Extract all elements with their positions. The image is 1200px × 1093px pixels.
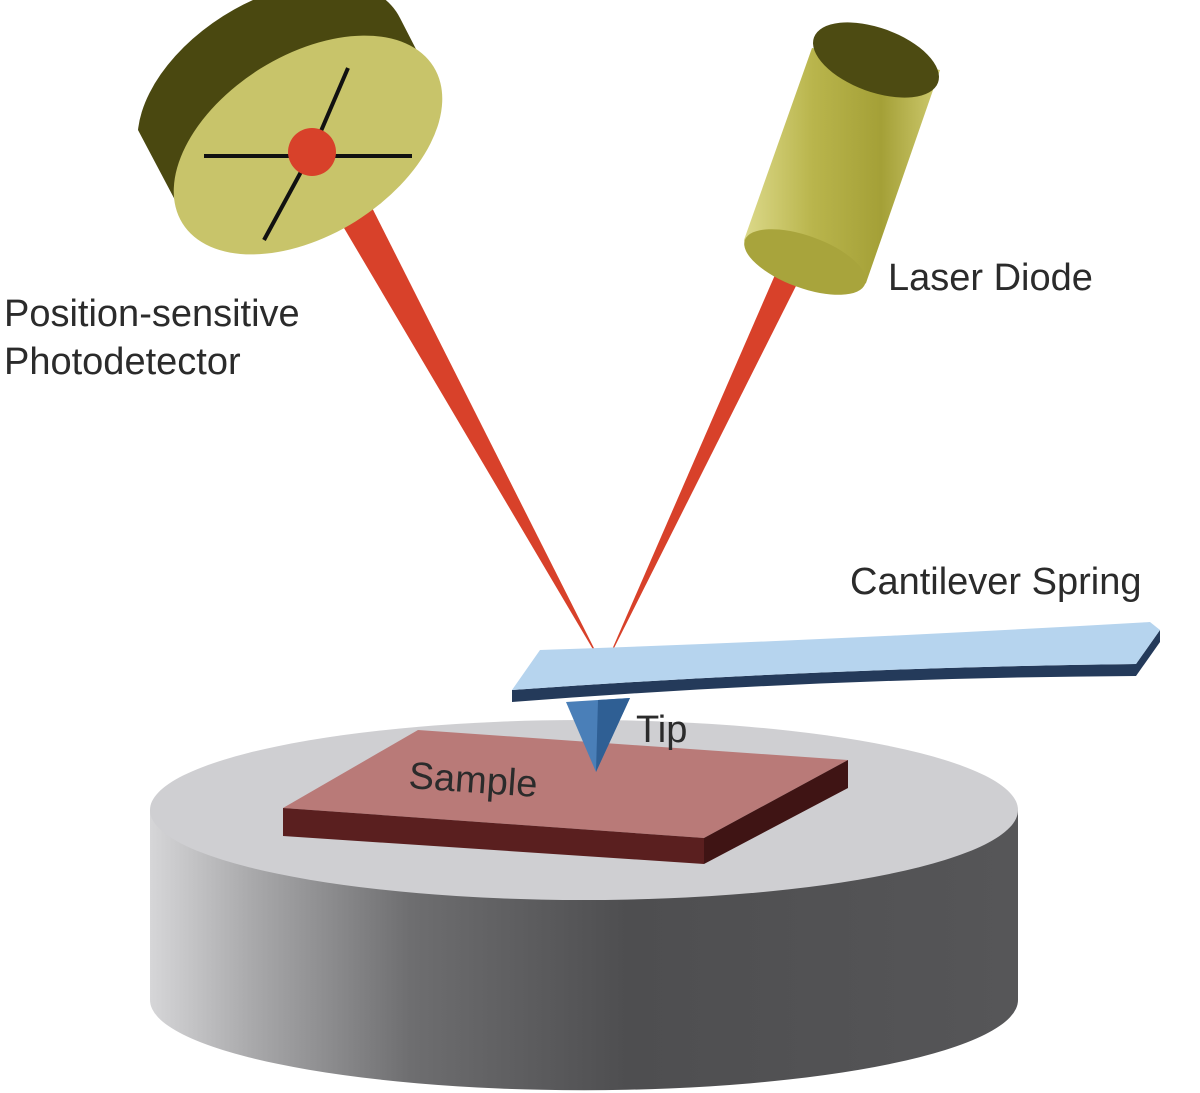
sample-slab <box>283 730 848 864</box>
incident-beam <box>604 268 800 668</box>
detector-crosshair-upper <box>316 67 350 139</box>
label-tip: Tip <box>636 709 687 751</box>
tip <box>566 698 630 772</box>
label-sample: Sample <box>407 755 538 806</box>
sample-right-side <box>704 760 848 864</box>
laser-diode <box>744 22 940 295</box>
cantilever-top <box>512 622 1160 690</box>
laser-spot <box>288 128 336 176</box>
cantilever <box>512 622 1160 702</box>
reflected-beam <box>292 140 604 668</box>
laser-beam <box>292 140 800 668</box>
photodetector <box>138 0 443 255</box>
laser-body <box>744 48 940 291</box>
label-laser-diode: Laser Diode <box>888 257 1093 299</box>
label-photodetector-line1: Position-sensitive <box>4 293 300 335</box>
laser-top-cap <box>813 22 939 98</box>
sample-top <box>283 730 848 838</box>
laser-bottom-rim <box>744 229 866 295</box>
label-photodetector-line2: Photodetector <box>4 341 241 383</box>
label-cantilever-spring: Cantilever Spring <box>850 561 1141 603</box>
sample-front-side <box>283 808 704 864</box>
cantilever-edge <box>512 630 1160 702</box>
detector-crosshair-lower <box>262 169 304 241</box>
tip-shade <box>596 698 630 772</box>
